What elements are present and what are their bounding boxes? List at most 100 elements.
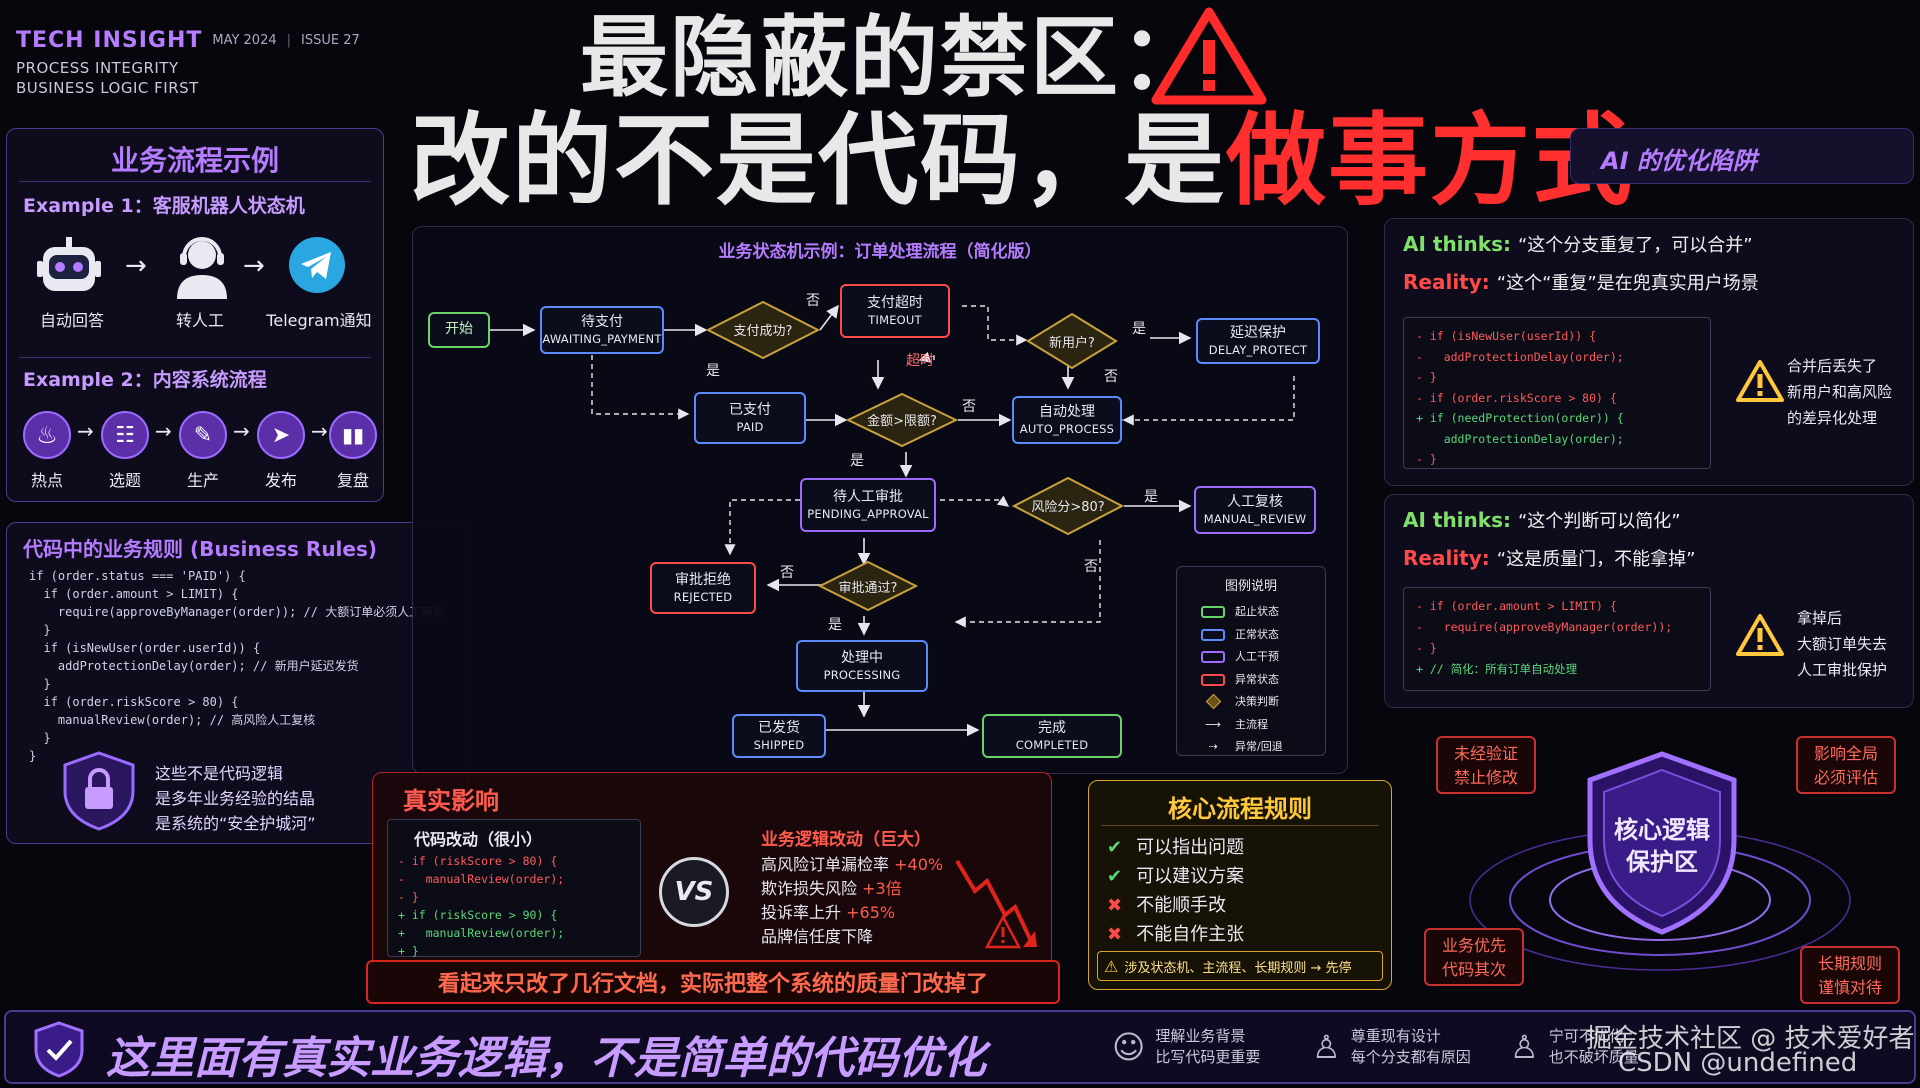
bottom-headline: 这里面有真实业务逻辑，不是简单的代码优化: [106, 1033, 986, 1084]
brand-line1: PROCESS INTEGRITY: [16, 59, 179, 77]
edge-label-timeout: 超时: [906, 353, 934, 369]
node-start: 开始: [428, 312, 490, 348]
rules-note: 这些不是代码逻辑 是多年业务经验的结晶 是系统的“安全护城河”: [155, 764, 316, 833]
headset-agent-icon: [177, 237, 227, 299]
ex1-label-1: 转人工: [175, 311, 224, 330]
ai-case-2: AI thinks: “这个判断可以简化” Reality: “这是质量门，不能…: [1384, 494, 1914, 708]
shield-tag-br: 长期规则 谨慎对待: [1800, 946, 1900, 1004]
warning-icon: [1151, 7, 1267, 105]
edge-label-yes: 是: [850, 453, 864, 469]
watermark-2: CSDN @undefined: [1618, 1048, 1858, 1078]
panel-title: 业务流程示例: [110, 144, 279, 177]
ex2-label-2: 生产: [186, 471, 219, 490]
arrow-right-icon: →: [243, 251, 265, 281]
impact-panel: 真实影响 代码改动（很小） - if (riskScore > 80) { - …: [372, 772, 1052, 968]
ex1-label-2: Telegram通知: [266, 311, 372, 330]
decision-newuser-label: 新用户?: [1049, 336, 1095, 351]
brand-line2: BUSINESS LOGIC FIRST: [16, 79, 199, 97]
shield-icon: [1587, 751, 1737, 935]
page-title: 最隐蔽的禁区：: [580, 8, 1380, 108]
tip-1: ☺ 理解业务背景比写代码更重要: [1112, 1027, 1261, 1066]
warning-icon: ⚠: [1104, 956, 1119, 976]
edge-label-no: 否: [780, 565, 794, 581]
person-icon: ♙: [1510, 1028, 1539, 1066]
rules-code: if (order.status === 'PAID') { if (order…: [29, 569, 446, 763]
check-icon: ✔: [1107, 866, 1123, 887]
warning-icon: [1736, 614, 1784, 656]
shield-tag-tl: 未经验证 禁止修改: [1436, 736, 1536, 794]
tip-2: ♙ 尊重现有设计每个分支都有原因: [1312, 1027, 1471, 1066]
brand-issue: ISSUE 27: [301, 33, 360, 48]
decision-approve: [818, 560, 918, 612]
impact-code-box: 代码改动（很小） - if (riskScore > 80) { - manua…: [387, 819, 641, 958]
brand-date: MAY 2024: [212, 33, 277, 48]
brand-name: TECH INSIGHT: [16, 28, 203, 53]
business-flow-panel: 业务流程示例 Example 1：客服机器人状态机 → → 自动回答 转人工 T…: [6, 128, 384, 502]
shield-tag-bl: 业务优先 代码其次: [1424, 928, 1524, 986]
trend-down-icon: [955, 859, 1037, 949]
flow-title: 业务状态机示例：订单处理流程（简化版）: [718, 242, 1042, 262]
ai-case-1: AI thinks: “这个分支重复了，可以合并” Reality: “这个“重…: [1384, 218, 1914, 486]
decision-amount-label: 金额>限额?: [867, 414, 937, 429]
warning-icon: [1736, 360, 1784, 402]
title-line2: 改的不是代码，是做事方式: [410, 102, 1634, 219]
ex2-label-0: 热点: [30, 471, 63, 490]
ex2-label-4: 复盘: [336, 471, 369, 490]
search-document-icon: ☷: [101, 411, 149, 459]
watermark-1: 掘金技术社区 @ 技术爱好者: [1586, 1024, 1915, 1054]
core-title: 核心流程规则: [1168, 795, 1312, 823]
edge-label-no: 否: [1084, 559, 1098, 575]
shield-check-icon: [34, 1021, 84, 1078]
edit-icon: ✎: [179, 411, 227, 459]
brand-block: TECH INSIGHT MAY 2024 | ISSUE 27 PROCESS…: [16, 28, 360, 97]
ex1-label-0: 自动回答: [39, 311, 104, 330]
decision-amount: [846, 392, 958, 448]
ai-trap-header: AI 的优化陷阱: [1570, 128, 1914, 184]
example2-title: Example 2：内容系统流程: [23, 369, 267, 391]
arrow-right-icon: →: [125, 251, 147, 281]
ai-case-2-diff: - if (order.amount > LIMIT) { - require(…: [1403, 587, 1711, 691]
edge-label-no: 否: [806, 293, 820, 309]
ai-case-1-diff: - if (isNewUser(userId)) { - addProtecti…: [1403, 317, 1711, 469]
cross-icon: ✖: [1107, 895, 1123, 916]
decision-risk: [1012, 476, 1124, 536]
person-icon: ♙: [1312, 1028, 1341, 1066]
telegram-icon: [289, 237, 345, 293]
brain-icon: ☺: [1112, 1028, 1146, 1066]
business-rules-panel: 代码中的业务规则 (Business Rules) if (order.stat…: [6, 522, 468, 844]
decision-pay: [706, 300, 820, 360]
core-rules-panel: 核心流程规则 ✔可以指出问题 ✔可以建议方案 ✖不能顺手改 ✖不能自作主张 ⚠ …: [1088, 780, 1392, 990]
vs-badge: VS: [659, 857, 729, 927]
tip-3: ♙ 宁可不优化也不破坏质量: [1510, 1027, 1639, 1066]
edge-label-yes: 是: [1144, 489, 1158, 505]
bottom-banner: 这里面有真实业务逻辑，不是简单的代码优化 ☺ 理解业务背景比写代码更重要 ♙ 尊…: [4, 1010, 1916, 1084]
send-icon: ➤: [257, 411, 305, 459]
edge-label-yes: 是: [1132, 321, 1146, 337]
impact-title: 真实影响: [403, 787, 499, 815]
check-icon: ✔: [1107, 837, 1123, 858]
ex2-label-3: 发布: [264, 471, 297, 490]
impact-biz-title: 业务逻辑改动（巨大）: [761, 830, 931, 850]
robot-icon: [37, 237, 101, 291]
rules-title: 代码中的业务规则 (Business Rules): [23, 537, 378, 561]
decision-newuser: [1026, 312, 1118, 370]
edge-label-no: 否: [962, 399, 976, 415]
shield-center-text: 核心逻辑 保护区: [1614, 816, 1710, 876]
edge-label-yes: 是: [706, 363, 720, 379]
edge-label-no: 否: [1104, 369, 1118, 385]
example1-title: Example 1：客服机器人状态机: [23, 195, 305, 217]
decision-risk-label: 风险分>80?: [1031, 500, 1105, 515]
cross-icon: ✖: [1107, 924, 1123, 945]
